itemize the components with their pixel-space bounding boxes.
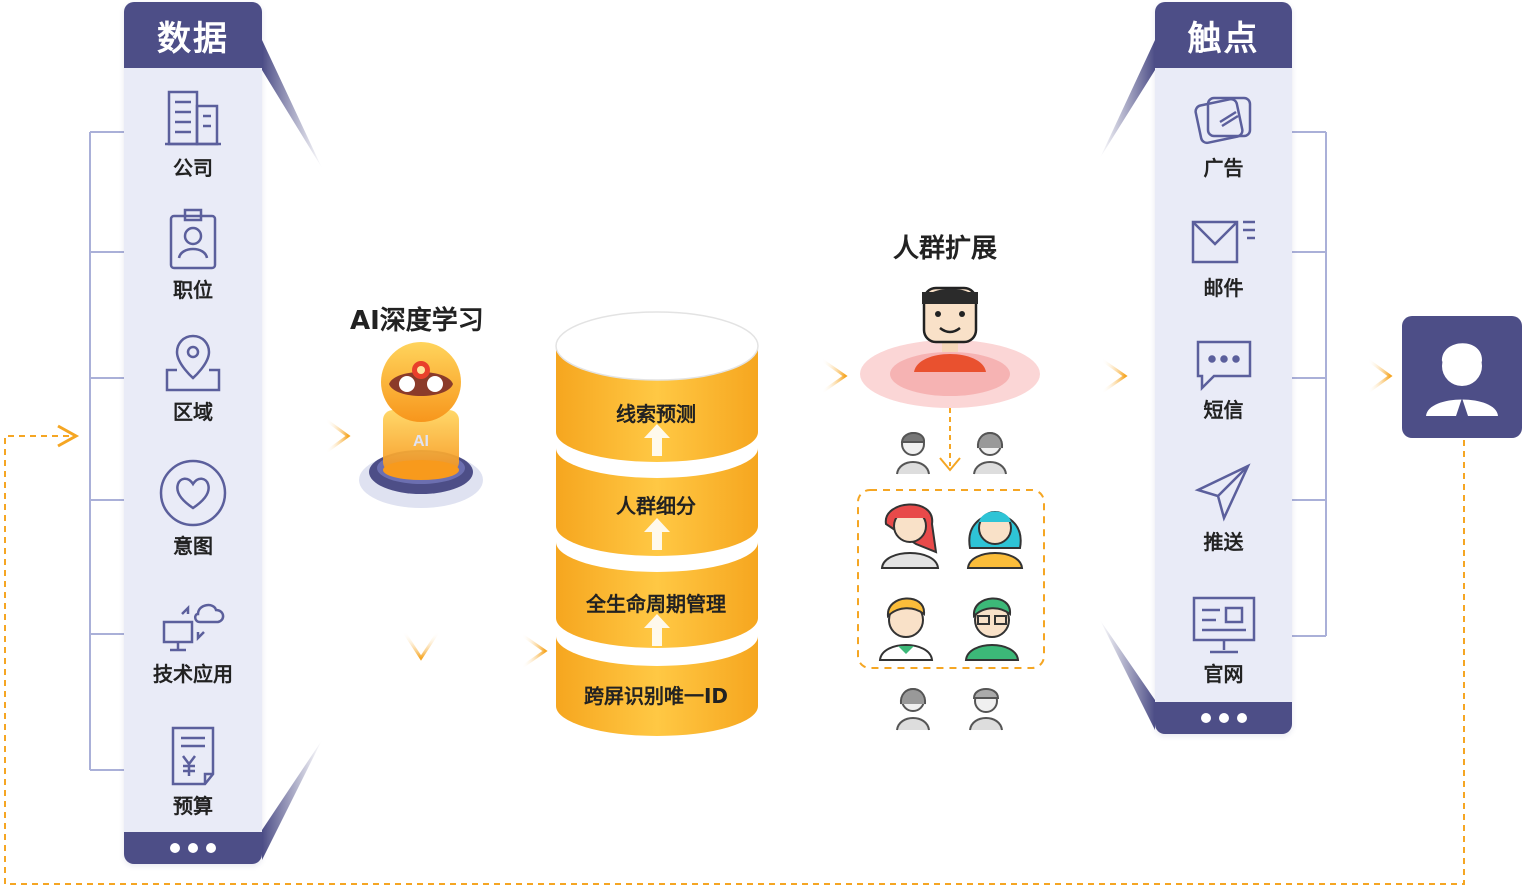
person-blue-hair-icon (966, 511, 1024, 569)
cylinder-layer-lead-prediction: 线索预测 (616, 402, 696, 426)
data-cylinder (555, 311, 759, 736)
more-dot (188, 843, 198, 853)
person-yellow-hair-icon (878, 597, 934, 661)
data-item-company[interactable]: 公司 (124, 86, 262, 181)
touch-panel-more[interactable] (1155, 702, 1292, 734)
person-icon (896, 688, 930, 731)
data-panel: 数据 公司 职位 区域 意图 (124, 2, 262, 864)
building-icon (165, 90, 221, 146)
touch-item-label: 广告 (1203, 156, 1244, 180)
seed-person-icon (860, 286, 1040, 408)
crowd-group-box (857, 489, 1045, 669)
data-panel-title: 数据 (124, 2, 262, 68)
ai-badge: AI (413, 433, 429, 450)
touch-panel: 触点 广告 邮件 短信 推送 官网 (1155, 2, 1292, 734)
data-item-label: 职位 (173, 278, 213, 302)
person-icon (973, 432, 1007, 475)
user-avatar-icon (1426, 343, 1498, 422)
cylinder-layer-lifecycle: 全生命周期管理 (586, 592, 726, 616)
feedback-loop (4, 435, 1465, 885)
data-item-region[interactable]: 区域 (124, 330, 262, 425)
data-item-label: 公司 (173, 156, 213, 180)
touch-wing-bottom (1100, 620, 1155, 730)
data-panel-more[interactable] (124, 832, 262, 864)
flow-arrows (290, 358, 1393, 669)
data-item-intent[interactable]: 意图 (124, 458, 262, 559)
touch-wing-top (1100, 40, 1155, 158)
data-item-position[interactable]: 职位 (124, 208, 262, 303)
ad-cards-icon (1193, 96, 1251, 145)
data-item-label: 区域 (173, 400, 213, 424)
data-item-tech[interactable]: 技术应用 (124, 592, 262, 687)
touch-item-mail[interactable]: 邮件 (1155, 214, 1292, 301)
data-bracket (89, 131, 124, 771)
person-red-hair-icon (880, 503, 940, 569)
touch-bracket (1292, 131, 1327, 637)
touch-item-label: 邮件 (1203, 276, 1244, 300)
touch-item-website[interactable]: 官网 (1155, 594, 1292, 687)
more-dot (1200, 713, 1211, 723)
data-item-label: 意图 (173, 534, 213, 558)
data-item-label: 技术应用 (153, 662, 233, 686)
end-user-card[interactable] (1402, 316, 1522, 438)
send-icon (1194, 463, 1251, 522)
invoice-yen-icon (171, 726, 215, 786)
touch-item-label: 短信 (1203, 398, 1244, 422)
badge-icon (169, 208, 217, 270)
crowd-title: 人群扩展 (893, 234, 998, 264)
more-dot (170, 843, 180, 853)
data-item-budget[interactable]: 预算 (124, 724, 262, 819)
mail-icon (1191, 220, 1255, 264)
data-wing-bottom (262, 740, 322, 860)
monitor-icon (1192, 596, 1255, 654)
heart-icon (159, 459, 227, 527)
person-green-hair-icon (964, 597, 1020, 661)
data-item-label: 预算 (173, 794, 213, 818)
map-pin-icon (165, 334, 221, 392)
touch-panel-title: 触点 (1155, 2, 1292, 68)
more-dot (1236, 713, 1247, 723)
person-icon (969, 688, 1003, 731)
more-dot (206, 843, 216, 853)
cylinder-layer-cross-screen-id: 跨屏识别唯一ID (583, 684, 729, 708)
more-dot (1218, 713, 1229, 723)
person-icon (896, 432, 930, 475)
ai-robot-icon: AI (359, 342, 483, 508)
ai-title: AI深度学习 (350, 306, 484, 336)
touch-item-label: 官网 (1203, 662, 1244, 686)
touch-item-push[interactable]: 推送 (1155, 460, 1292, 555)
cylinder-layer-segmentation: 人群细分 (616, 494, 696, 518)
touch-item-label: 推送 (1203, 530, 1244, 554)
chat-icon (1196, 340, 1251, 392)
touch-item-ad[interactable]: 广告 (1155, 86, 1292, 181)
data-wing-top (262, 40, 322, 168)
cloud-computer-icon (162, 603, 225, 652)
touch-item-sms[interactable]: 短信 (1155, 336, 1292, 423)
